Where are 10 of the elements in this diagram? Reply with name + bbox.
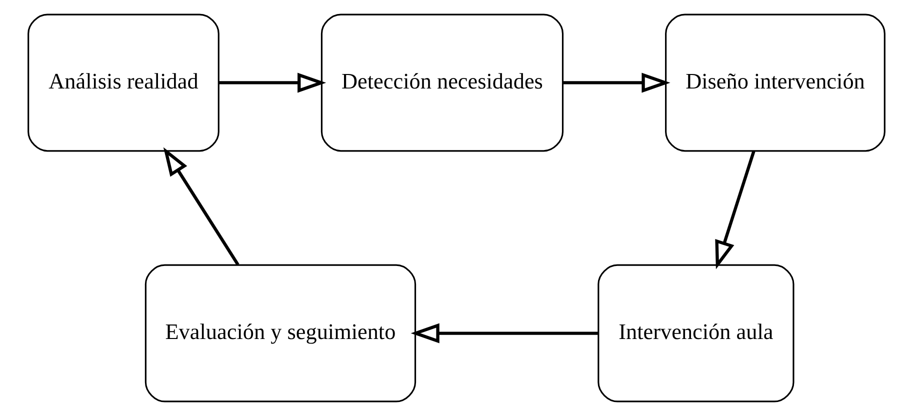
arrow (163, 147, 240, 266)
node-box: Detección necesidades (320, 14, 564, 152)
node-box: Evaluación y seguimiento (144, 264, 416, 402)
arrow (218, 72, 326, 93)
arrow (715, 150, 756, 270)
arrow (563, 72, 670, 93)
arrow (410, 323, 598, 344)
node-box: Análisis realidad (28, 14, 220, 152)
node-box: Diseño intervención (665, 14, 886, 152)
node-box: Intervención aula (598, 264, 794, 402)
